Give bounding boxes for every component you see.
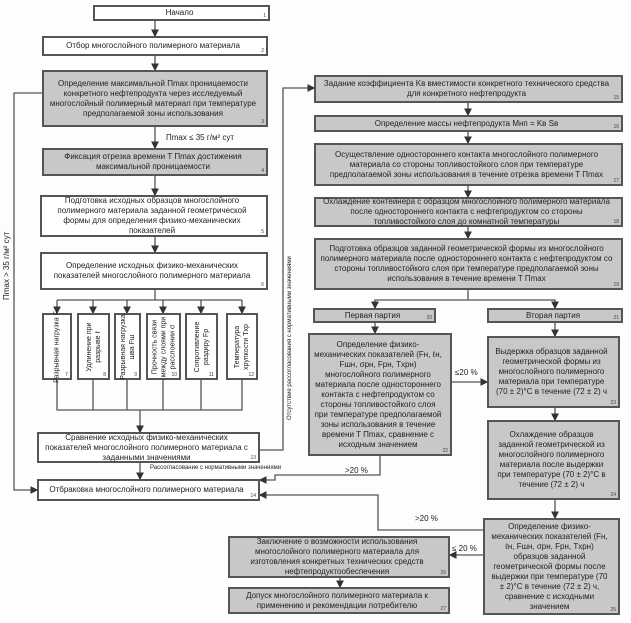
label-pmax-gt: Пmax > 35 г/м² сут: [2, 231, 11, 300]
block-text: Сравнение исходных физико-механических п…: [45, 432, 248, 462]
block-text: Охлаждение образцов заданной геометричес…: [497, 430, 606, 489]
block-number: 13: [250, 455, 256, 461]
label-le20-a: ≤20 %: [455, 368, 478, 377]
block-7: Разрывная нагрузка F 7: [42, 310, 72, 383]
block-text: Удлинение при разрыве ℓ: [85, 322, 102, 371]
block-number: 19: [613, 282, 619, 288]
block-number: 14: [250, 493, 256, 499]
block-27: Допуск многослойного полимерного материа…: [228, 587, 450, 614]
block-number: 24: [610, 492, 616, 498]
block-20-first-batch: Первая партия 20: [313, 308, 436, 323]
block-text: Охлаждение контейнера с образцом многосл…: [323, 197, 610, 226]
block-text: Задание коэффициента Kв вместимости конк…: [323, 79, 610, 98]
block-number: 3: [261, 119, 264, 125]
block-number: 12: [248, 372, 254, 378]
block-17: Осуществление одностороннего контакта мн…: [314, 143, 623, 186]
block-text: Определение физико-механических показате…: [491, 521, 608, 611]
block-3: Определение максимальной Пmax проницаемо…: [42, 70, 268, 127]
block-text: Осуществление одностороннего контакта мн…: [329, 149, 604, 179]
block-text: Сопротивление раздиру Fр: [193, 321, 210, 372]
block-14: Отбраковка многослойного полимерного мат…: [37, 479, 260, 501]
block-number: 11: [208, 372, 214, 378]
block-24: Охлаждение образцов заданной геометричес…: [487, 420, 620, 500]
block-18: Охлаждение контейнера с образцом многосл…: [314, 197, 623, 227]
block-text: Допуск многослойного полимерного материа…: [246, 590, 428, 610]
block-number: 16: [613, 124, 619, 130]
block-number: 18: [613, 219, 619, 225]
block-number: 26: [440, 570, 446, 576]
block-6: Определение исходных физико-механических…: [40, 252, 268, 290]
block-number: 4: [261, 168, 264, 174]
block-number: 27: [440, 606, 446, 612]
block-text: Температура хрупкости Tхр: [234, 323, 250, 370]
block-number: 9: [134, 372, 137, 378]
block-25: Определение физико-механических показате…: [483, 518, 620, 615]
block-number: 6: [261, 282, 264, 288]
label-le20-b: ≤ 20 %: [452, 544, 477, 553]
block-text: Отбраковка многослойного полимерного мат…: [49, 485, 244, 494]
block-text: Отбор многослойного полимерного материал…: [66, 41, 240, 50]
block-text: Определение массы нефтепродукта Mнп = Kв…: [374, 118, 559, 128]
label-pmax-le: Пmax ≤ 35 г/м² сут: [166, 133, 235, 142]
block-number: 10: [171, 372, 177, 378]
block-19: Подготовка образцов заданной геометричес…: [314, 238, 623, 290]
block-text: Заключение о возможности использования м…: [250, 537, 424, 576]
block-start: Начало 1: [93, 5, 270, 21]
block-text: Определение исходных физико-механических…: [53, 261, 251, 280]
block-5: Подготовка исходных образцов многослойно…: [40, 195, 268, 237]
block-number: 2: [261, 48, 264, 54]
block-number: 7: [65, 372, 68, 378]
block-22: Определение физико-механических показате…: [308, 333, 452, 456]
block-number: 1: [263, 13, 266, 19]
block-number: 5: [261, 229, 264, 235]
label-gt20-a: >20 %: [345, 466, 368, 475]
block-text: Фиксация отрезка времени T Пmax достижен…: [64, 152, 242, 171]
block-26: Заключение о возможности использования м…: [228, 536, 450, 578]
block-number: 8: [103, 372, 106, 378]
block-10: Прочность связи между слоями при расслое…: [146, 313, 181, 380]
block-text: Определение физико-механических показате…: [314, 339, 442, 449]
block-21-second-batch: Вторая партия 21: [487, 308, 623, 323]
block-number: 17: [613, 178, 619, 184]
block-number: 22: [442, 448, 448, 454]
block-text: Выдержка образцов заданной геометрическо…: [495, 347, 608, 396]
block-number: 21: [613, 315, 619, 321]
block-text: Первая партия: [344, 310, 401, 320]
label-no-mismatch: Отсутствие рассогласования с нормативным…: [287, 256, 293, 420]
block-text: Определение максимальной Пmax проницаемо…: [49, 78, 257, 118]
block-text: Вторая партия: [525, 310, 581, 320]
label-mismatch: Рассогласование с нормативными значениям…: [150, 465, 282, 471]
block-text: Подготовка образцов заданной геометричес…: [320, 244, 613, 283]
block-12: Температура хрупкости Tхр 12: [226, 313, 258, 380]
block-text: Разрывная нагрузка F: [53, 310, 61, 383]
block-text: Разрывная нагрузка шва Fш: [119, 313, 136, 380]
block-4: Фиксация отрезка времени T Пmax достижен…: [42, 148, 268, 176]
block-number: 23: [610, 400, 616, 406]
block-text: Подготовка исходных образцов многослойно…: [57, 196, 247, 235]
block-text: Начало: [165, 8, 194, 17]
block-23: Выдержка образцов заданной геометрическо…: [487, 336, 620, 408]
block-13: Сравнение исходных физико-механических п…: [37, 432, 260, 463]
block-number: 15: [613, 95, 619, 101]
label-gt20-b: >20 %: [415, 514, 438, 523]
block-text: Прочность связи между слоями при расслое…: [151, 316, 176, 377]
block-16: Определение массы нефтепродукта Mнп = Kв…: [314, 115, 623, 132]
block-2: Отбор многослойного полимерного материал…: [42, 36, 268, 56]
block-number: 25: [610, 607, 616, 613]
block-15: Задание коэффициента Kв вместимости конк…: [314, 75, 623, 103]
block-number: 20: [426, 315, 432, 321]
